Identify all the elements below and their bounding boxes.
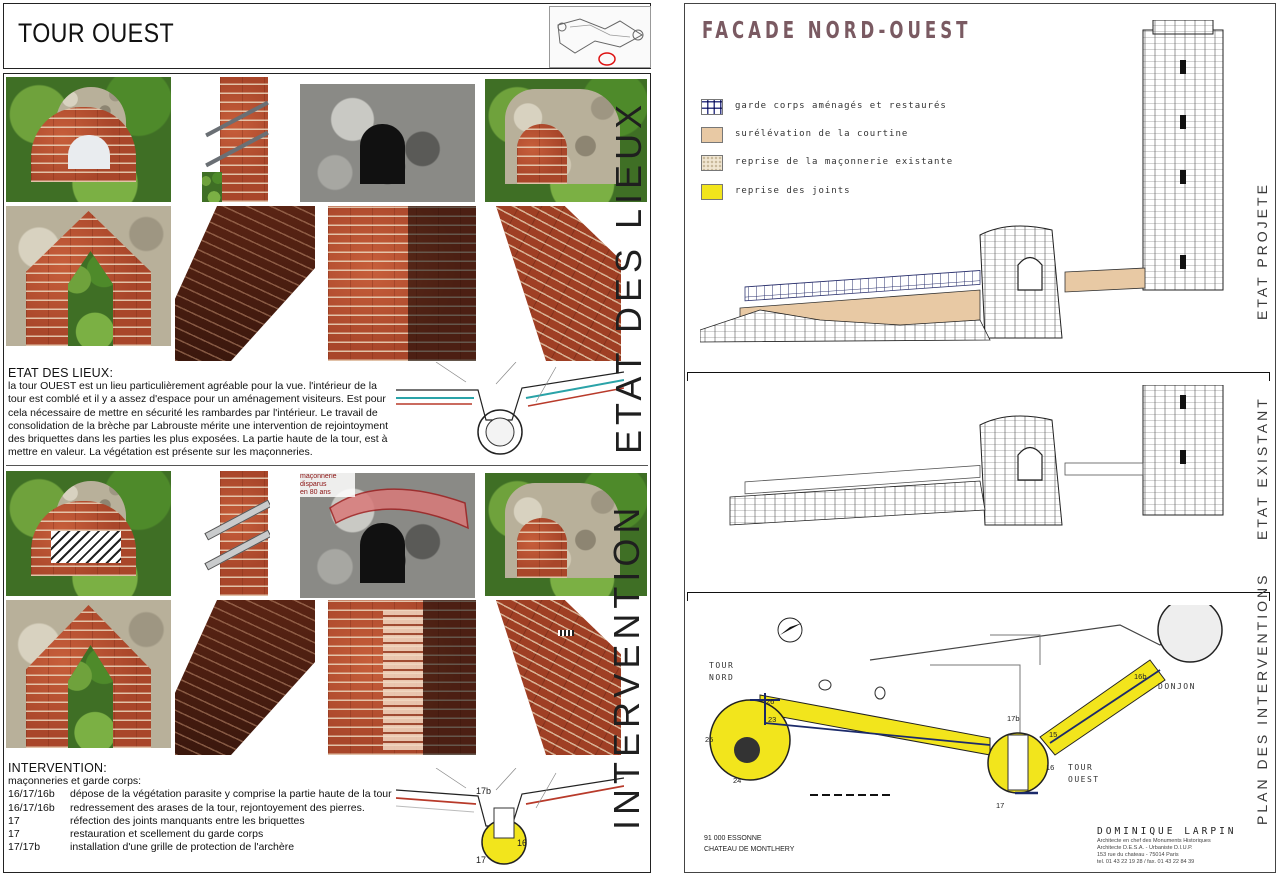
- intervention-item-ref: 17/17b: [8, 841, 41, 854]
- label-donjon: DONJON: [1158, 682, 1196, 691]
- intervention-item-text: réfection des joints manquants entre les…: [70, 814, 305, 827]
- location-line-1: 91 000 ESSONNE: [704, 835, 762, 842]
- section-divider: [6, 465, 648, 466]
- facade-title: FACADE NORD-OUEST: [702, 18, 972, 44]
- photo-tower-top: [6, 77, 171, 202]
- plan-label-17b: 17b: [476, 786, 492, 796]
- intervention-item-ref: 17: [8, 814, 20, 827]
- etat-plan-drawing: [396, 362, 624, 455]
- plan-number: 16b: [1134, 672, 1147, 681]
- label-tour-ouest: TOUR OUEST: [1068, 763, 1100, 784]
- intervention-item: 17/17b installation d'une grille de prote…: [8, 841, 398, 854]
- intervention-item-ref: 16/17/16b: [8, 788, 55, 801]
- plan-number: 25: [705, 735, 714, 744]
- plan-label-16: 16: [517, 838, 528, 848]
- left-panel: TOUR OUEST ETAT DES LI: [3, 3, 651, 873]
- intervention-plan-drawing: [396, 768, 624, 865]
- plan-number: 24: [733, 776, 742, 785]
- intervention-item: 16/17/16b redressement des arases de la t…: [8, 802, 398, 815]
- bracket-separator: [687, 592, 1270, 601]
- side-label-intervention: INTERVENTION: [606, 502, 647, 830]
- legend-label: surélévation de la courtine: [735, 129, 909, 139]
- photo-archer-arch: [6, 206, 171, 346]
- intervention-item-text: dépose de la végétation parasite y compr…: [70, 788, 392, 801]
- photo-tower-view-intervention: [485, 473, 647, 596]
- plan-label-17: 17: [476, 855, 487, 865]
- plan-number: 16: [1046, 763, 1055, 772]
- intervention-item: 17 réfection des joints manquants entre l…: [8, 815, 398, 828]
- intervention-heading: INTERVENTION:: [8, 761, 107, 775]
- intervention-item-text: restauration et scellement du garde corp…: [70, 828, 264, 841]
- location-mini-plan: [549, 6, 651, 68]
- panel-title: TOUR OUEST: [18, 18, 175, 48]
- side-label-projete: ETAT PROJETE: [1254, 182, 1270, 320]
- intervention-item-ref: 17: [8, 828, 20, 841]
- legend-swatch-beige: [701, 127, 723, 143]
- photo-railing-intervention: [202, 471, 270, 596]
- plan-number: 15: [1049, 730, 1058, 739]
- intervention-item: 16/17/16b dépose de la végétation parasit…: [8, 788, 398, 801]
- elevation-projete-drawing: [700, 20, 1224, 343]
- intervention-intro: maçonneries et garde corps:: [8, 775, 142, 788]
- photo-historic-bw: [300, 84, 475, 202]
- title-box: [3, 3, 651, 69]
- label-tour-nord: TOUR NORD: [709, 661, 735, 682]
- plan-number: 17: [996, 801, 1005, 810]
- legend-label: reprise de la maçonnerie existante: [735, 157, 954, 167]
- legend-label: garde corps aménagés et restaurés: [735, 101, 947, 111]
- side-label-etat: ETAT DES LIEUX: [608, 99, 649, 454]
- photo-tower-top-intervention: [6, 471, 171, 596]
- author-credits: Architecte en chef des Monuments Histori…: [1097, 838, 1211, 865]
- elevation-existant-drawing: [729, 385, 1224, 526]
- plan-number: 17b: [1007, 714, 1020, 723]
- intervention-text-block: INTERVENTION: maçonneries et garde corps…: [8, 761, 398, 854]
- photo-brick-detail-intervention: [328, 600, 476, 755]
- side-label-plan: PLAN DES INTERVENTIONS: [1254, 572, 1270, 825]
- legend-label: reprise des joints: [735, 186, 851, 196]
- photo-railing: [202, 77, 270, 202]
- photo-tower-view: [485, 79, 647, 202]
- photo-brick-detail: [328, 206, 476, 361]
- intervention-item: 17 restauration et scellement du garde co…: [8, 828, 398, 841]
- intervention-item-ref: 16/17/16b: [8, 801, 55, 814]
- annotation-maconnerie: maçonnerie disparus en 80 ans: [300, 473, 355, 497]
- legend-swatch-grid: [701, 99, 723, 115]
- legend-swatch-dotted: [701, 155, 723, 171]
- legend-swatch-yellow: [701, 184, 723, 200]
- etat-body: la tour OUEST est un lieu particulièreme…: [8, 380, 388, 459]
- plan-interventions-drawing: [709, 605, 1223, 796]
- photo-archer-arch-intervention: [6, 600, 171, 748]
- bracket-separator: [687, 372, 1270, 381]
- etat-text-block: ETAT DES LIEUX: la tour OUEST est un lie…: [8, 366, 396, 459]
- plan-number: 23: [768, 715, 777, 724]
- photo-historic-annotated: maçonnerie disparus en 80 ans: [300, 473, 475, 598]
- side-label-existant: ETAT EXISTANT: [1254, 396, 1270, 540]
- intervention-item-text: redressement des arases de la tour, rejo…: [70, 801, 365, 814]
- main-frame: [3, 73, 651, 873]
- location-line-2: CHATEAU DE MONTLHERY: [704, 846, 795, 853]
- author-name: DOMINIQUE LARPIN: [1097, 826, 1237, 837]
- intervention-list: 16/17/16b dépose de la végétation parasit…: [8, 788, 398, 854]
- plan-number: 26: [766, 697, 775, 706]
- intervention-item-text: installation d'une grille de protection …: [70, 841, 295, 854]
- etat-heading: ETAT DES LIEUX:: [8, 366, 114, 380]
